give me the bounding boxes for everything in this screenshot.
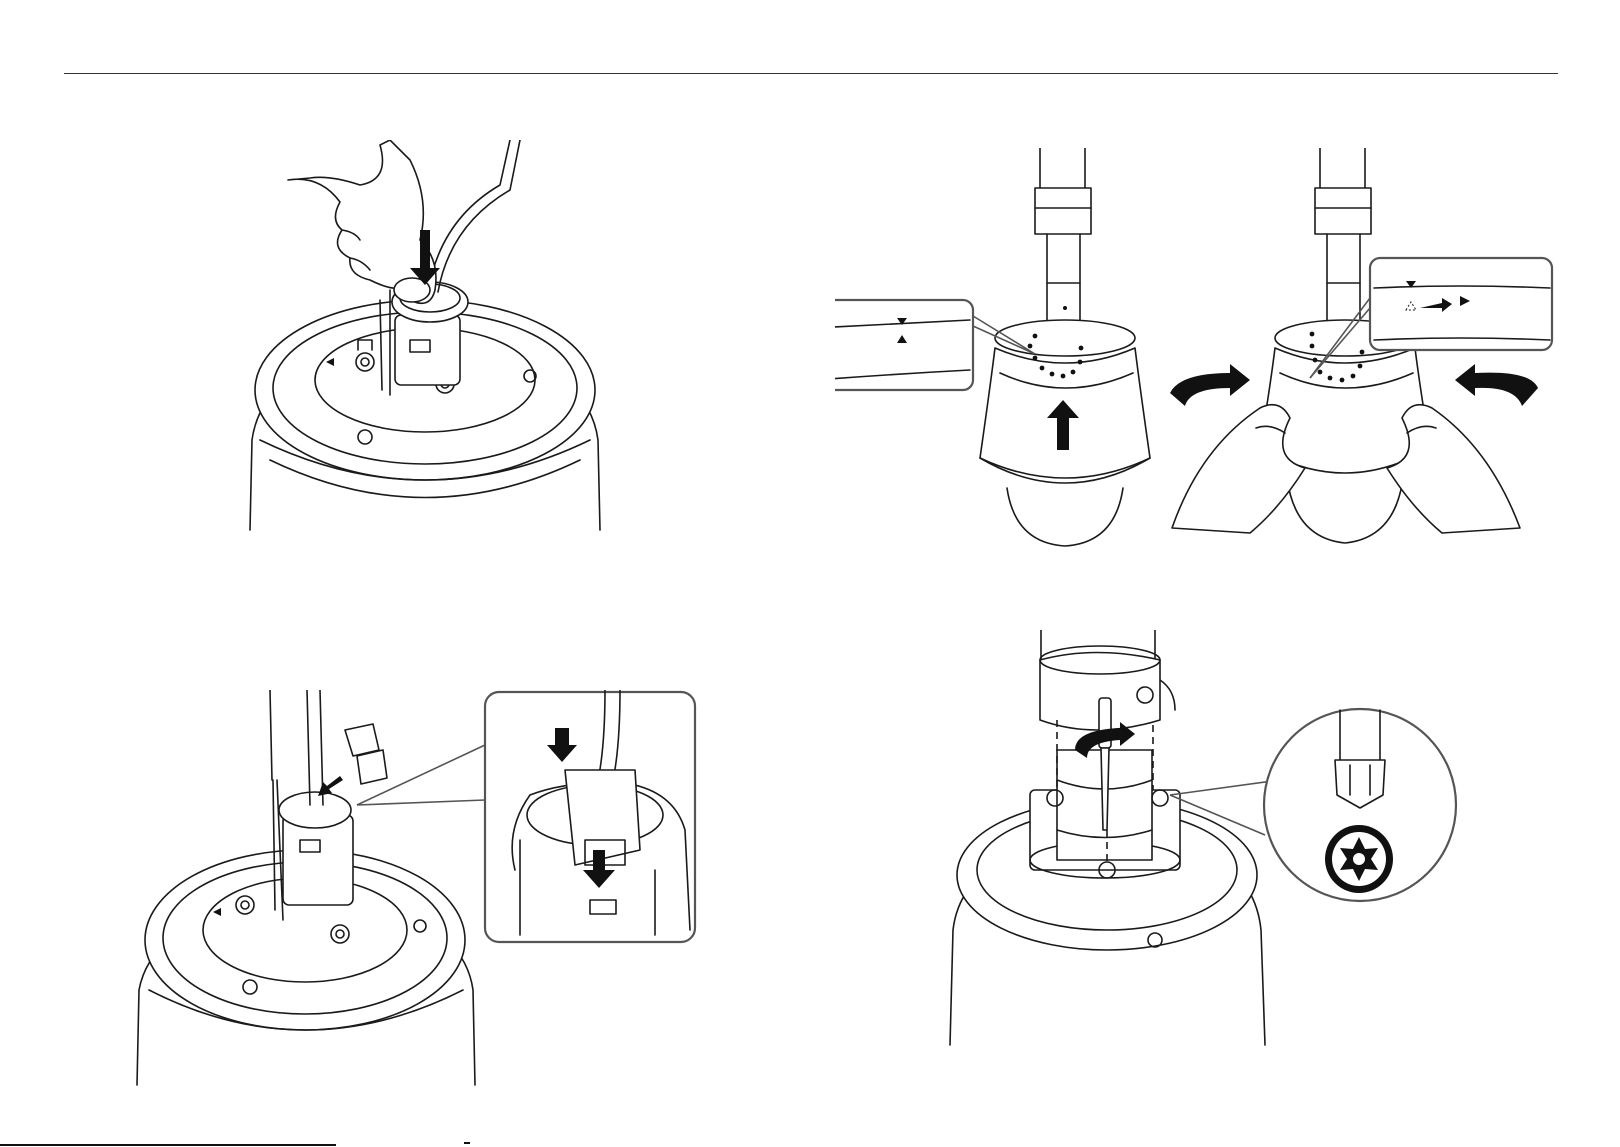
header-rule — [64, 73, 1558, 74]
footer-rule — [0, 1144, 336, 1146]
footer-mark — [464, 1142, 470, 1144]
figure-rotate-dome-lock — [1170, 148, 1560, 548]
figure-tighten-torx-screws — [945, 630, 1545, 1050]
torx-bit-icon — [1325, 825, 1393, 893]
figure-attach-cable-cover — [135, 690, 715, 1090]
figure-align-and-lift-dome — [835, 148, 1165, 548]
figure-press-cable-grommet — [230, 140, 620, 535]
